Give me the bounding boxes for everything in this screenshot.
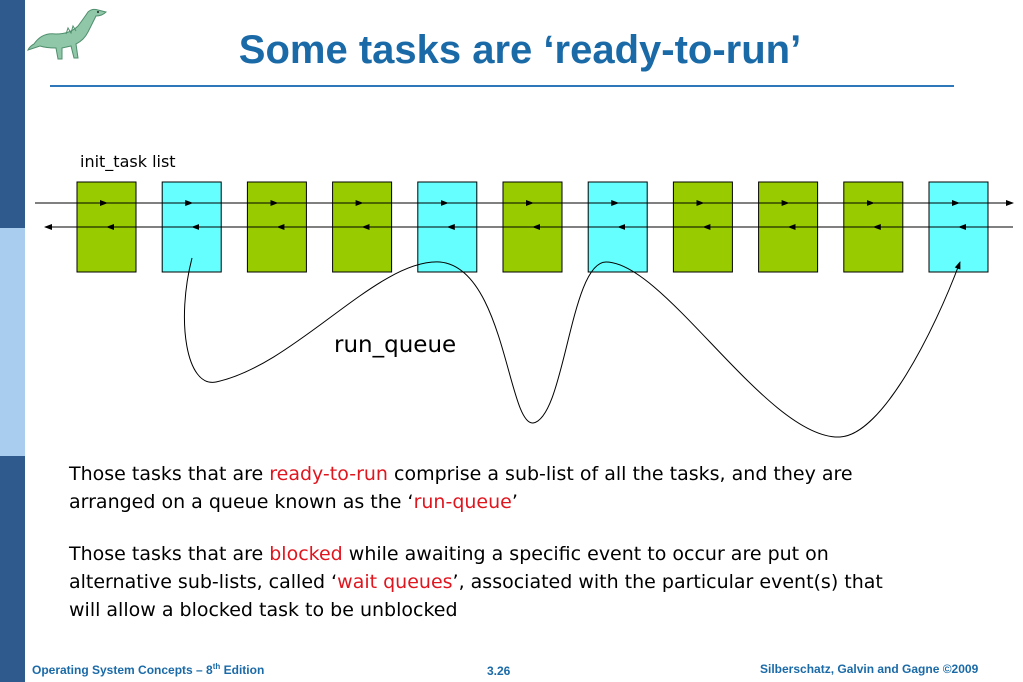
run-queue-curve: [183, 257, 961, 438]
term-wait-queues: wait queues: [337, 571, 453, 593]
dinosaur-logo-icon: [27, 8, 107, 60]
p2-text-c: while awaiting a specific event to occur…: [69, 543, 829, 593]
p1-text-a: Those tasks that are: [69, 463, 270, 485]
p1-text-c: comprise a sub-list of all the tasks, an…: [69, 463, 853, 513]
term-run-queue: run-queue: [413, 491, 512, 513]
paragraph-blocked: Those tasks that are blocked while await…: [69, 540, 899, 624]
explanation-text: Those tasks that are ready-to-run compri…: [69, 460, 899, 648]
init-task-list-label: init_task list: [80, 152, 176, 171]
footer-book-title: Operating System Concepts – 8th Edition: [32, 662, 264, 677]
paragraph-ready: Those tasks that are ready-to-run compri…: [69, 460, 899, 516]
p1-text-e: ’: [511, 491, 518, 513]
p2-text-e: ’, associated with the particular event(…: [69, 571, 883, 621]
p2-text-a: Those tasks that are: [69, 543, 270, 565]
slide-title: Some tasks are ‘ready-to-run’: [238, 28, 802, 72]
side-bar-bottom: [0, 456, 25, 682]
side-bar-top: [0, 0, 25, 228]
side-bar-middle: [0, 228, 25, 456]
footer-copyright: Silberschatz, Galvin and Gagne ©2009: [760, 662, 979, 676]
term-ready-to-run: ready-to-run: [269, 463, 388, 485]
footer-book-text: Operating System Concepts – 8: [32, 663, 213, 677]
footer-book-sup: th: [212, 662, 221, 671]
term-blocked: blocked: [269, 543, 343, 565]
title-divider: [50, 85, 954, 87]
run-queue-label: run_queue: [334, 332, 457, 358]
footer-book-tail: Edition: [220, 663, 265, 677]
page-number: 3.26: [487, 664, 511, 678]
